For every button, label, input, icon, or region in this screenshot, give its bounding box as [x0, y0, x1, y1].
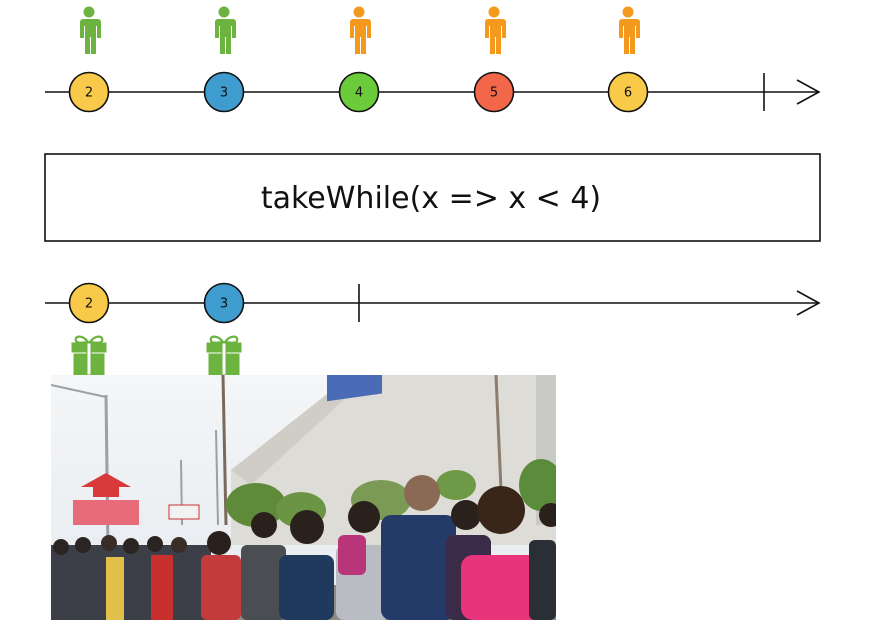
input-marble-circle [203, 71, 245, 113]
input-marble-5: 5 [473, 71, 515, 113]
input-marbles: 2 3 4 5 6 [68, 6, 649, 113]
input-timeline-arrowhead [796, 79, 821, 105]
output-marble-circle [68, 282, 110, 324]
crowd-queue-photo [51, 375, 556, 620]
operator-label: takeWhile(x => x < 4) [261, 181, 601, 216]
person-icon [80, 6, 101, 54]
output-marble-circle [203, 282, 245, 324]
input-marble-label: 5 [490, 86, 498, 101]
gift-icon [205, 335, 243, 377]
output-timeline-arrowhead [796, 290, 821, 316]
red-sign-board [73, 500, 139, 525]
output-marble-label: 2 [85, 297, 93, 312]
input-marble-circle [607, 71, 649, 113]
output-marble-label: 3 [220, 297, 228, 312]
input-marble-label: 2 [85, 86, 93, 101]
operator-box [44, 153, 821, 242]
background-crowd [51, 535, 211, 620]
output-marble-3: 3 [203, 282, 245, 324]
street-light-pole [104, 394, 110, 551]
input-marble-circle [473, 71, 515, 113]
person-icon [619, 6, 640, 54]
input-marble-label: 6 [624, 86, 632, 101]
person-icon [485, 6, 506, 54]
person-icon [215, 6, 236, 54]
input-marble-circle [338, 71, 380, 113]
store-banner [327, 375, 382, 402]
output-marble-2: 2 [68, 282, 110, 324]
input-marble-label: 4 [355, 86, 363, 101]
input-marble-6: 6 [607, 71, 649, 113]
input-marble-3: 3 [203, 71, 245, 113]
person-icon [350, 6, 371, 54]
foreground-crowd [201, 475, 556, 620]
input-marble-label: 3 [220, 86, 228, 101]
red-arrow-sign [81, 473, 131, 497]
input-marble-4: 4 [338, 71, 380, 113]
input-marble-circle [68, 71, 110, 113]
input-marble-2: 2 [68, 71, 110, 113]
gift-icon [70, 335, 108, 377]
